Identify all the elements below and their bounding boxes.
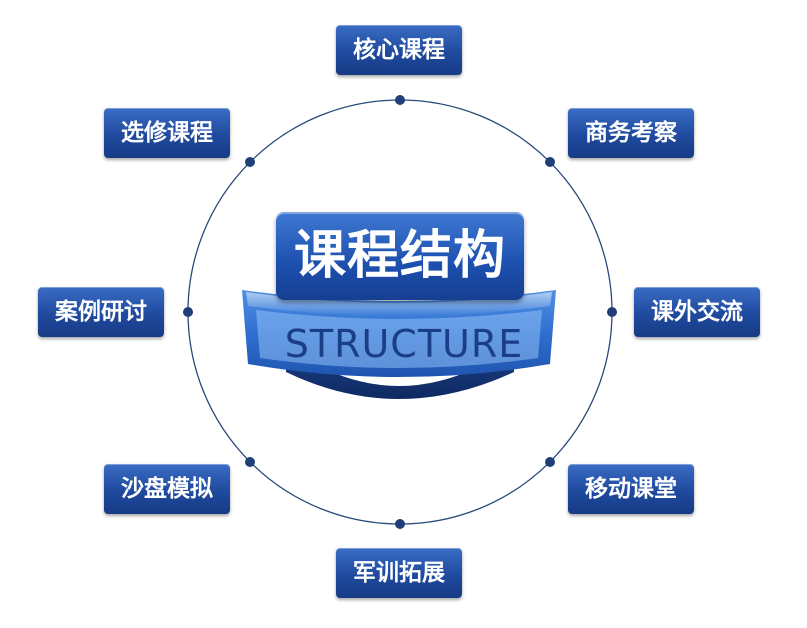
node-top-left: 选修课程 <box>104 108 230 158</box>
center-subtitle: STRUCTURE <box>284 322 524 366</box>
node-right: 课外交流 <box>634 287 760 337</box>
ring-dot-left <box>183 307 193 317</box>
ring-dot-right <box>607 307 617 317</box>
node-bottom-left: 沙盘模拟 <box>104 464 230 514</box>
node-bottom: 军训拓展 <box>336 548 462 598</box>
node-bottom-right: 移动课堂 <box>568 464 694 514</box>
node-label: 军训拓展 <box>353 560 445 586</box>
node-label: 商务考察 <box>585 120 677 146</box>
ribbon-banner <box>242 290 556 399</box>
ring-dot-top-left <box>245 157 255 167</box>
node-top: 核心课程 <box>336 25 462 75</box>
center-title: 课程结构 <box>293 226 506 286</box>
center-title-box: 课程结构 <box>276 212 524 300</box>
node-label: 沙盘模拟 <box>121 476 213 502</box>
ring-dot-top <box>395 95 405 105</box>
ring-dot-top-right <box>545 157 555 167</box>
node-label: 选修课程 <box>121 120 213 146</box>
node-label: 移动课堂 <box>585 476 677 502</box>
node-top-right: 商务考察 <box>568 108 694 158</box>
ring-dot-bottom-right <box>545 457 555 467</box>
node-label: 案例研讨 <box>55 299 147 325</box>
node-label: 课外交流 <box>651 299 743 325</box>
node-left: 案例研讨 <box>38 287 164 337</box>
ring-dot-bottom <box>395 519 405 529</box>
node-label: 核心课程 <box>353 37 445 63</box>
ring-dot-bottom-left <box>245 457 255 467</box>
